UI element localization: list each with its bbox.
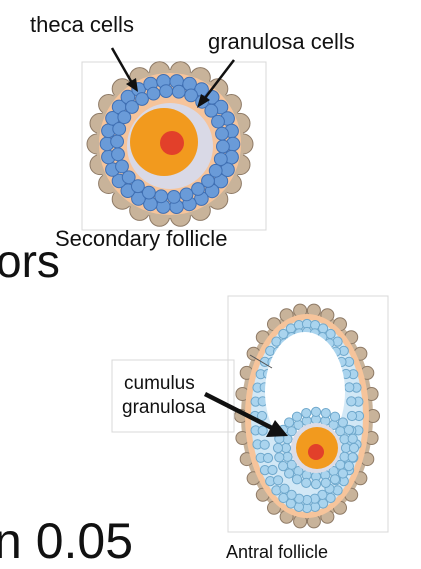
granulosa-cell: [113, 122, 126, 135]
granulosa-cell: [116, 160, 129, 173]
cumulus-cell: [292, 412, 301, 421]
antral-wall-cell: [333, 337, 342, 346]
granulosa-cells-label: granulosa cells: [208, 31, 355, 53]
antral-wall-cell: [333, 486, 342, 495]
cumulus-cell: [348, 434, 357, 443]
antral-nucleus: [308, 444, 324, 460]
antral-wall-cell: [272, 337, 281, 346]
granulosa-cell: [192, 183, 205, 196]
antral-follicle: [235, 304, 380, 528]
cumulus-cell: [292, 475, 301, 484]
antral-wall-cell: [268, 465, 277, 474]
cumulus-cell: [285, 418, 294, 427]
cumulus-cell: [273, 443, 282, 452]
cumulus-cell: [302, 478, 311, 487]
cumulus-label-line1: cumulus: [124, 374, 195, 393]
cumulus-cell: [330, 475, 339, 484]
granulosa-cell: [214, 153, 227, 166]
antral-wall-cell: [347, 411, 356, 420]
theca-arrow: [112, 48, 132, 83]
granulosa-cell: [217, 140, 230, 153]
antral-wall-cell: [345, 383, 354, 392]
antral-wall-cell: [274, 476, 283, 485]
partial-text-ors: ors: [0, 238, 60, 284]
granulosa-cell: [216, 127, 229, 140]
oocyte-nucleus: [160, 131, 184, 155]
cumulus-cell: [349, 443, 358, 452]
granulosa-cell: [111, 135, 124, 148]
cumulus-cell: [311, 407, 320, 416]
granulosa-cell: [160, 85, 173, 98]
antral-wall-cell: [347, 397, 356, 406]
antral-wall-cell: [272, 486, 281, 495]
granulosa-cell: [168, 191, 181, 204]
theca-cells-label: theca cells: [30, 14, 134, 36]
cumulus-cell: [338, 469, 347, 478]
granulosa-cell: [180, 188, 193, 201]
antral-wall-cell: [280, 484, 289, 493]
partial-text-bottom: n 0.05: [0, 516, 133, 566]
granulosa-cell: [112, 148, 125, 161]
cumulus-label-line2: granulosa: [122, 398, 205, 417]
antral-wall-cell: [260, 440, 269, 449]
granulosa-cell: [155, 190, 168, 203]
cumulus-cell: [302, 409, 311, 418]
granulosa-cell: [172, 85, 185, 98]
granulosa-cell: [212, 115, 225, 128]
antral-follicle-label: Antral follicle: [226, 543, 328, 561]
cumulus-cell: [279, 462, 288, 471]
granulosa-cell: [147, 87, 160, 100]
cumulus-cell: [321, 409, 330, 418]
cumulus-cell: [311, 480, 320, 489]
cumulus-cell: [348, 453, 357, 462]
cumulus-label-frame: [112, 360, 234, 432]
antral-wall-cell: [263, 453, 272, 462]
secondary-follicle-label: Secondary follicle: [55, 228, 227, 250]
cumulus-cell: [275, 453, 284, 462]
cumulus-cell: [321, 478, 330, 487]
cumulus-cell: [344, 425, 353, 434]
secondary-follicle: [87, 62, 253, 227]
granulosa-cell: [136, 93, 149, 106]
cumulus-cell: [330, 412, 339, 421]
